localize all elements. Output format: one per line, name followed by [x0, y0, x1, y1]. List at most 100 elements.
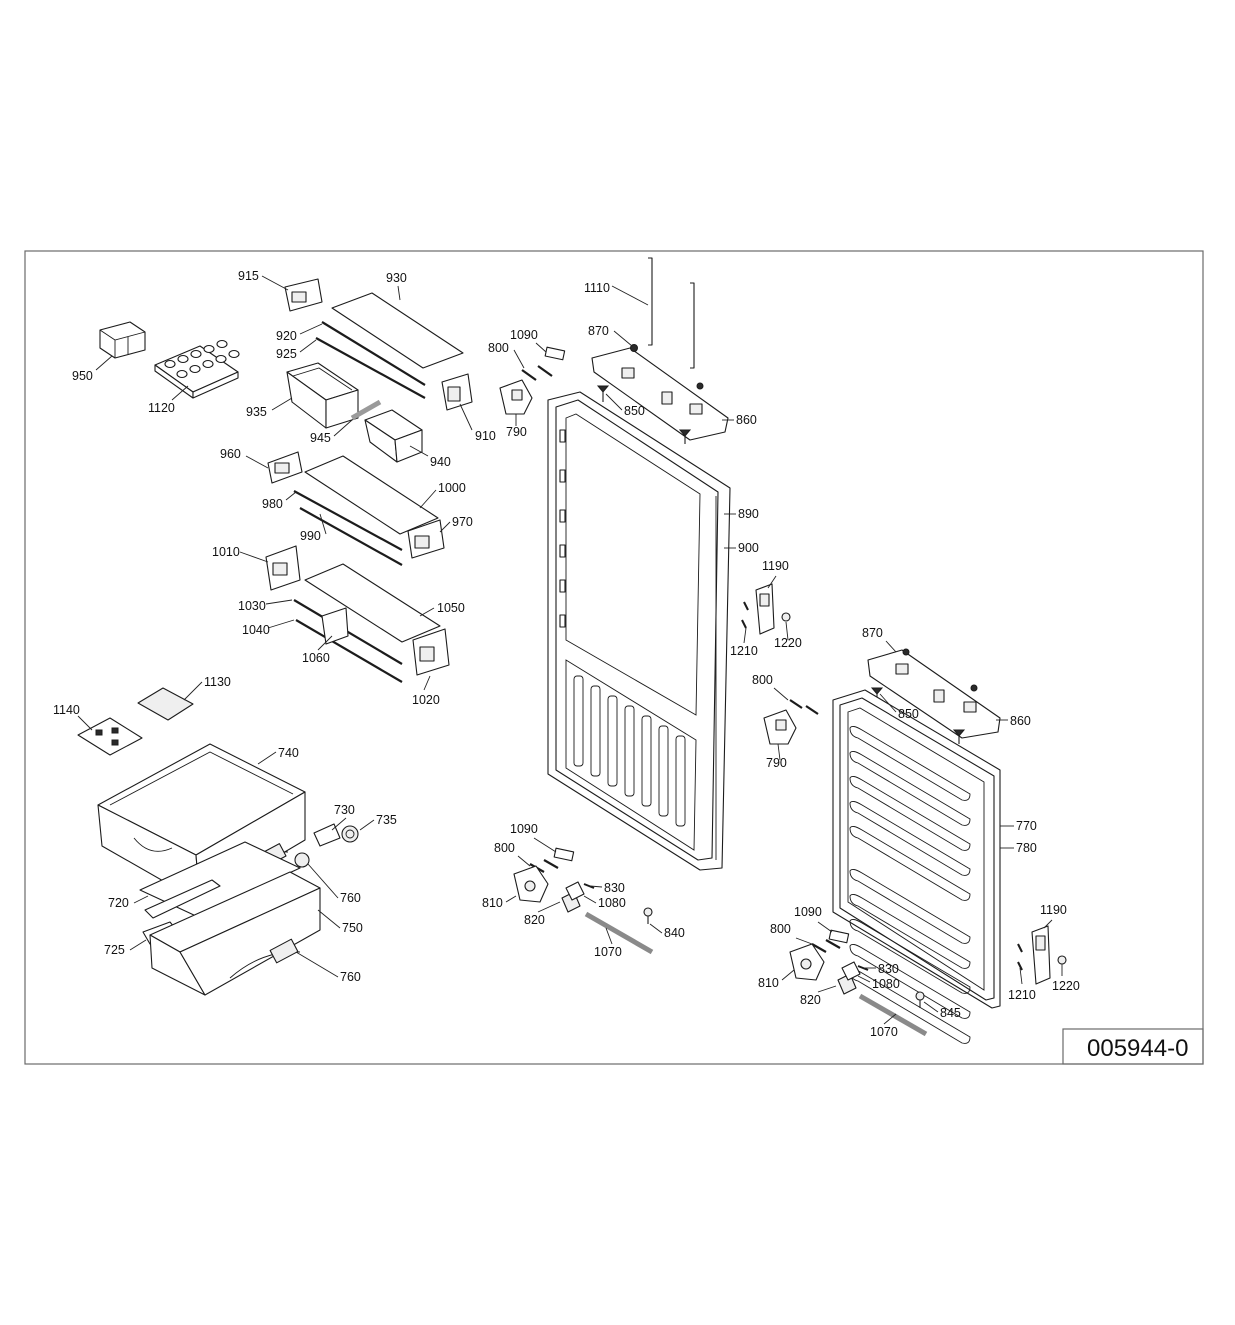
- part-1070-rod-mid: [584, 911, 654, 955]
- callout-label: 945: [310, 431, 331, 445]
- callout-label: 830: [604, 881, 625, 895]
- part-810-hinge-right: [789, 943, 825, 981]
- leader-line: [239, 551, 269, 563]
- callout-label: 1130: [204, 675, 231, 689]
- callout-label: 750: [342, 921, 363, 935]
- egg-hole: [215, 354, 227, 364]
- part-1110-rod-left: [648, 257, 653, 346]
- part-1000-shelf-panel: [304, 455, 439, 535]
- callout-label: 1190: [762, 559, 789, 573]
- leader-line: [1043, 919, 1053, 929]
- callout-label: 760: [340, 891, 361, 905]
- part-935-bin: [286, 362, 359, 429]
- callout-label: 935: [246, 405, 267, 419]
- callout-label: 730: [334, 803, 355, 817]
- callout-label: 1030: [238, 599, 266, 613]
- callout-label: 860: [736, 413, 757, 427]
- part-1210-screws-right: [1017, 943, 1023, 971]
- shelf-hole: [559, 579, 566, 593]
- leader-line: [781, 969, 795, 981]
- leader-line: [605, 393, 623, 411]
- callout-label: 790: [506, 425, 527, 439]
- leader-line: [359, 819, 375, 831]
- part-1060-divider: [321, 607, 349, 645]
- leader-line: [613, 330, 633, 347]
- leader-line: [423, 675, 431, 691]
- part-800-screws-right-top: [789, 699, 819, 715]
- callout-label: 1190: [1040, 903, 1067, 917]
- callout-label: 1040: [242, 623, 270, 637]
- callout-label: 820: [800, 993, 821, 1007]
- door-rib: [675, 735, 686, 827]
- callout-label: 1140: [53, 703, 80, 717]
- part-1090-plate-top: [544, 346, 566, 361]
- leader-line: [183, 681, 203, 701]
- part-1020-end-bracket: [412, 628, 450, 676]
- freezer-rib: [849, 825, 971, 901]
- callout-label: 760: [340, 970, 361, 984]
- leader-line: [319, 513, 327, 535]
- part-790-hinge-right: [763, 709, 797, 745]
- leader-line: [879, 693, 897, 713]
- part-845-pin: [915, 991, 925, 1008]
- freezer-rib: [849, 943, 971, 1019]
- part-1090-plate-mid: [553, 847, 575, 862]
- part-925-rod: [315, 337, 426, 399]
- callout-label: 830: [878, 962, 899, 976]
- leader-line: [397, 285, 401, 301]
- part-810-hinge-mid: [513, 865, 549, 903]
- leader-line: [419, 607, 435, 617]
- part-950-block: [99, 321, 146, 359]
- part-730-fitting: [313, 823, 341, 847]
- leader-line: [743, 627, 747, 644]
- callout-label: 940: [430, 455, 451, 469]
- shelf-hole: [559, 614, 566, 628]
- shelf-hole: [559, 469, 566, 483]
- callout-label: 870: [588, 324, 609, 338]
- callout-label: 725: [104, 943, 125, 957]
- callout-label: 820: [524, 913, 545, 927]
- leader-line: [513, 349, 525, 369]
- part-800-screws-right-bottom: [811, 939, 841, 953]
- part-790-hinge-top: [499, 379, 533, 415]
- callout-label: 1210: [730, 644, 758, 658]
- callout-label: 1060: [302, 651, 330, 665]
- part-970-end-bracket: [407, 519, 445, 559]
- part-1110-rod-right: [690, 282, 695, 369]
- part-1010-bracket: [265, 545, 301, 591]
- callout-label: 970: [452, 515, 473, 529]
- freezer-rib: [849, 750, 971, 826]
- part-910-end-bracket: [441, 373, 473, 411]
- callout-label: 800: [488, 341, 509, 355]
- leader-line: [299, 323, 323, 335]
- leader-line: [295, 951, 339, 978]
- door-rib: [590, 685, 601, 777]
- leader-line: [317, 909, 341, 929]
- door-rib: [624, 705, 635, 797]
- part-840-pin: [643, 907, 653, 924]
- callout-label: 1050: [437, 601, 465, 615]
- callout-label: 1070: [870, 1025, 898, 1039]
- part-1130-cover: [137, 687, 194, 721]
- callout-label: 740: [278, 746, 299, 760]
- egg-hole: [177, 354, 189, 364]
- callout-label: 1020: [412, 693, 440, 707]
- egg-hole: [203, 344, 215, 354]
- callout-label: 840: [664, 926, 685, 940]
- egg-hole: [190, 349, 202, 359]
- leader-line: [589, 885, 603, 888]
- callout-label: 1090: [794, 905, 822, 919]
- callout-label: 860: [1010, 714, 1031, 728]
- callout-label: 915: [238, 269, 259, 283]
- leader-line: [795, 937, 813, 945]
- leader-line: [1019, 967, 1023, 985]
- callout-label: 810: [482, 896, 503, 910]
- callout-label: 1080: [872, 977, 900, 991]
- callout-label: 1090: [510, 328, 538, 342]
- drawing-frame: [24, 250, 1204, 1065]
- part-1080-fitting-right: [841, 961, 861, 981]
- part-915-bracket: [284, 278, 323, 312]
- part-980-rod: [293, 490, 403, 551]
- leader-line: [767, 575, 777, 589]
- leader-line: [171, 385, 189, 401]
